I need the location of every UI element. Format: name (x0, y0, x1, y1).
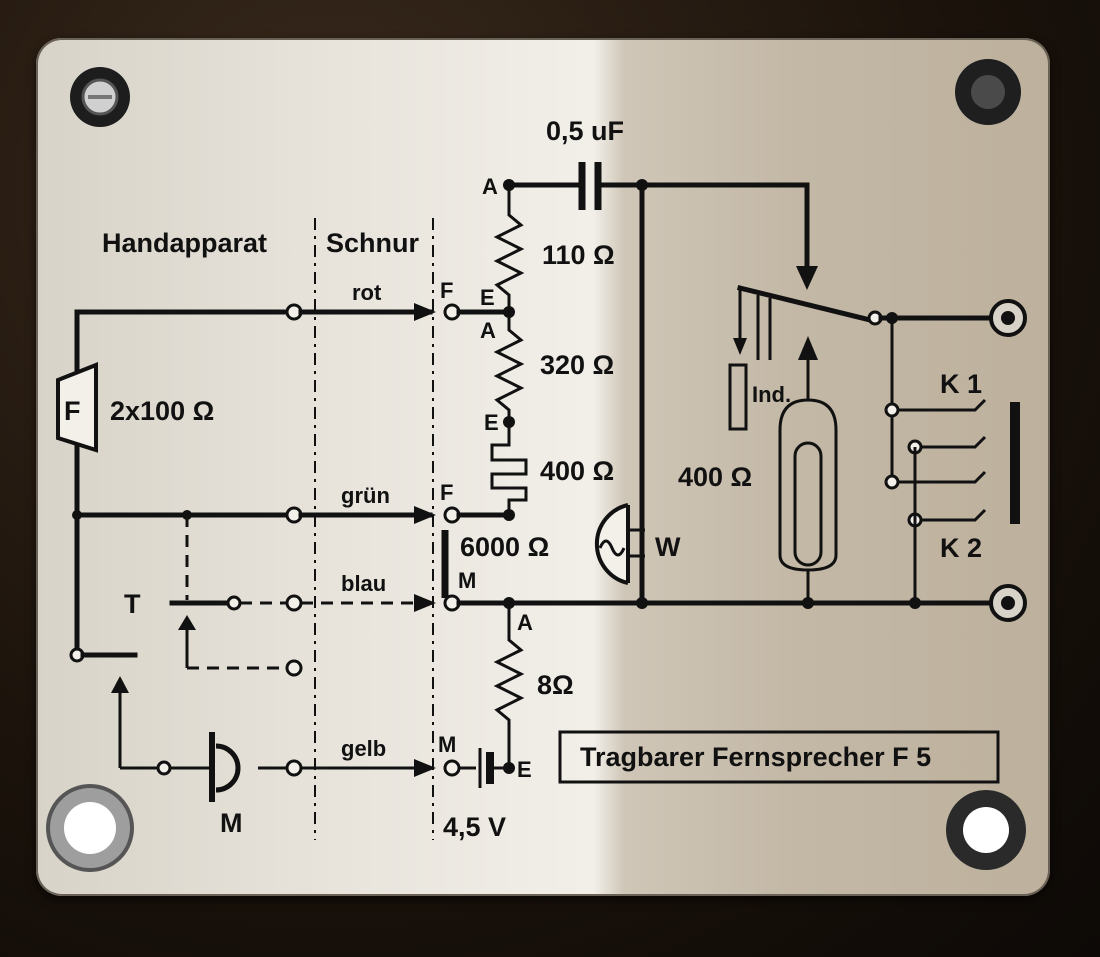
resistor-400 (490, 422, 528, 515)
k2-label: K 2 (940, 533, 982, 563)
terminal-label-f2: F (440, 480, 453, 505)
k1-spring-1 (898, 398, 987, 412)
screw-top-left-icon (70, 67, 130, 127)
terminal-key-spare (285, 659, 303, 677)
k1-spring-2 (921, 435, 987, 449)
receiver-label: F (64, 396, 81, 426)
screw-top-right-icon (955, 59, 1021, 125)
nameplate-title: Tragbarer Fernsprecher F 5 (580, 742, 931, 772)
inductor-coil (793, 441, 823, 567)
output-terminal-b-icon (989, 584, 1027, 622)
inductor-up-arrow-icon (798, 336, 818, 360)
node-chain-bottom (503, 509, 515, 521)
key-arrow-head-icon (178, 615, 196, 630)
inductor-contact-block (728, 363, 748, 431)
microphone-label: M (220, 808, 243, 838)
terminal-label-m1: M (458, 568, 476, 593)
inductor-label: Ind. (752, 382, 791, 407)
r320-label: 320 Ω (540, 350, 614, 380)
terminal-gelb-handset (285, 759, 303, 777)
k-actuator-bar (1010, 402, 1020, 524)
node-e3-label: E (517, 757, 532, 782)
node-inductor-bottom (802, 597, 814, 609)
node-a3-label: A (517, 610, 533, 635)
bell-icon (594, 503, 645, 585)
key-contact-pin (226, 595, 242, 611)
receiver-value: 2x100 Ω (110, 396, 214, 426)
switch-arrow-icon (796, 266, 818, 290)
node-e2-label: E (484, 410, 499, 435)
receiver-icon (56, 362, 98, 453)
cord-rot-arrow-icon (414, 303, 436, 321)
k1-pin-top (884, 402, 900, 418)
r400-label: 400 Ω (540, 456, 614, 486)
wire-label-blau: blau (341, 571, 386, 596)
node-e1-label: E (480, 285, 495, 310)
cap-right-wire (599, 182, 810, 273)
node-cap-bottom (636, 597, 648, 609)
node-a2-label: A (480, 318, 496, 343)
key-label: T (124, 589, 141, 619)
inductor-value: 400 Ω (678, 462, 752, 492)
bell-label: W (655, 532, 681, 562)
resistor-8 (493, 603, 525, 768)
node-k-bottom (909, 597, 921, 609)
resistor-110 (493, 190, 525, 312)
node-handset-left (72, 510, 82, 520)
metal-plate (36, 38, 1050, 896)
mounting-hole-bottom-right-icon (946, 790, 1026, 870)
microphone-icon (209, 732, 241, 802)
cord-gruen-arrow-icon (414, 506, 436, 524)
node-a1-label: A (482, 174, 498, 199)
cord-blau-arrow-icon (414, 594, 436, 612)
heading-schnur: Schnur (326, 228, 420, 258)
battery-label: 4,5 V (443, 812, 506, 842)
r8-label: 8Ω (537, 670, 574, 700)
resistor-320 (493, 312, 525, 420)
switch-lever (736, 284, 874, 324)
nameplate-box (558, 730, 1000, 784)
capacitor-label: 0,5 uF (546, 116, 624, 146)
heading-handapparat: Handapparat (102, 228, 267, 258)
mounting-hole-bottom-left-icon (46, 784, 134, 872)
hook-arrow-head-icon (111, 676, 129, 693)
terminal-blau-handset (285, 594, 303, 612)
k2-spring-2 (921, 508, 987, 522)
k1-label: K 1 (940, 369, 982, 399)
inductor-down-arrow-icon (733, 338, 747, 355)
wire-label-gelb: gelb (341, 736, 386, 761)
r6000-label: 6000 Ω (460, 532, 549, 562)
k1-pin-bottom (884, 474, 900, 490)
wire-label-rot: rot (352, 280, 382, 305)
terminal-m-bottom (443, 759, 461, 777)
terminal-label-f1: F (440, 278, 453, 303)
k2-spring-1 (898, 470, 987, 484)
node-e3 (503, 762, 515, 774)
terminal-label-m2: M (438, 732, 456, 757)
mic-left-pin (156, 760, 172, 776)
r110-label: 110 Ω (542, 240, 615, 270)
cord-gelb-arrow-icon (414, 759, 436, 777)
node-a1 (503, 179, 515, 191)
wire-label-gruen: grün (341, 483, 390, 508)
output-terminal-a-icon (989, 299, 1027, 337)
